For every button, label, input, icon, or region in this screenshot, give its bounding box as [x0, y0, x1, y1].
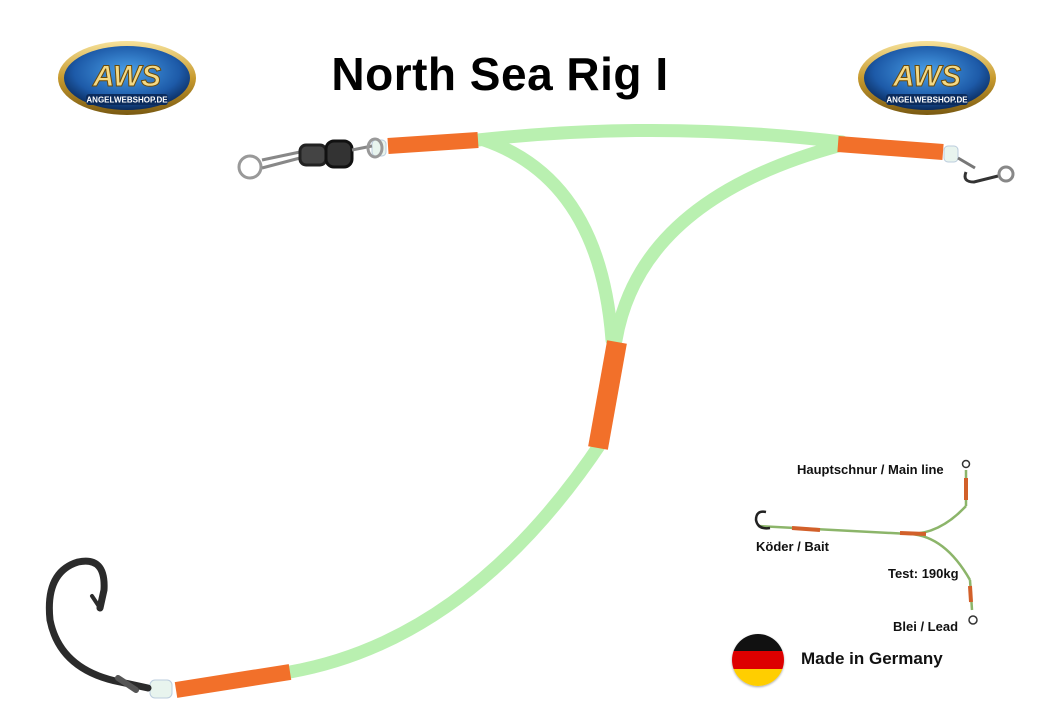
aws-logo-right: AWS ANGELWEBSHOP.DE — [856, 38, 998, 118]
crimp-top-right — [943, 145, 959, 163]
svg-text:ANGELWEBSHOP.DE: ANGELWEBSHOP.DE — [86, 96, 168, 105]
sleeve-top-left — [387, 132, 479, 154]
svg-text:AWS: AWS — [892, 60, 961, 93]
swivel-left-icon — [237, 137, 384, 180]
lead-label: Blei / Lead — [893, 619, 959, 634]
rig-diagram — [754, 459, 978, 625]
svg-text:AWS: AWS — [92, 60, 161, 93]
tube-right-branch — [609, 139, 845, 347]
sleeve-bottom — [174, 664, 292, 698]
tube-lower — [283, 433, 610, 679]
tube-left-branch — [477, 133, 619, 347]
aws-logo-icon: AWS ANGELWEBSHOP.DE — [858, 41, 996, 115]
page-title: North Sea Rig I — [331, 48, 669, 100]
tube-top — [471, 124, 849, 149]
main-line-label: Hauptschnur / Main line — [797, 462, 944, 477]
svg-text:ANGELWEBSHOP.DE: ANGELWEBSHOP.DE — [886, 96, 968, 105]
german-flag-icon — [732, 634, 784, 686]
sleeve-middle — [588, 340, 627, 450]
aws-logo-icon: AWS ANGELWEBSHOP.DE — [58, 41, 196, 115]
sleeve-top-right — [837, 136, 944, 160]
crimp-bottom — [149, 679, 173, 699]
aws-logo-left: AWS ANGELWEBSHOP.DE — [56, 38, 198, 118]
made-in-label: Made in Germany — [801, 649, 943, 668]
bait-label: Köder / Bait — [756, 539, 829, 554]
hook-icon — [45, 557, 152, 693]
test-label: Test: 190kg — [888, 566, 959, 581]
snap-swivel-right-icon — [957, 156, 1015, 184]
